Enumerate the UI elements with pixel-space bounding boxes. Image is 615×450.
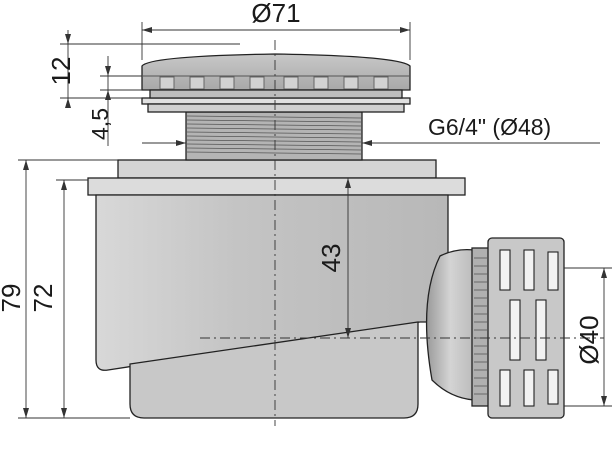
nut-slot — [523, 249, 535, 291]
nut-slot — [535, 299, 547, 361]
dim-cap-diameter: Ø71 — [141, 0, 411, 60]
body-height-label: 72 — [28, 284, 58, 313]
dim-thread-spec: G6/4" (Ø48) — [142, 114, 600, 146]
drain-body — [87, 159, 475, 419]
depth-center-label: 43 — [316, 244, 346, 273]
body-collar — [117, 159, 437, 179]
nut-slot — [499, 249, 511, 291]
nut-slot — [509, 299, 521, 361]
outlet-dome — [425, 248, 475, 401]
flange — [141, 97, 411, 113]
outlet-nut — [471, 237, 565, 419]
dim-cap-height: 12 — [46, 30, 240, 108]
cap-diameter-label: Ø71 — [251, 0, 300, 28]
nut-slot — [547, 251, 559, 291]
dim-depth-center: 43 — [316, 178, 351, 338]
cap-height-label: 12 — [46, 57, 76, 86]
nut-slot — [523, 369, 535, 407]
thread-spec-label: G6/4" (Ø48) — [428, 114, 551, 140]
nut-slot — [499, 369, 511, 407]
flange-gap-label: 4,5 — [87, 108, 113, 140]
body-sump — [129, 321, 419, 419]
body-rim — [87, 177, 466, 196]
total-height-label: 79 — [0, 284, 26, 313]
dim-body-height: 72 — [28, 179, 88, 418]
nut-ring — [471, 247, 491, 407]
drain-cap — [141, 53, 411, 99]
threaded-neck — [185, 111, 363, 161]
dim-flange-gap: 4,5 — [87, 56, 142, 146]
dim-total-height: 79 — [0, 159, 130, 419]
nut-slot — [547, 369, 559, 405]
dim-outlet-diameter: Ø40 — [564, 267, 612, 407]
outlet-diameter-label: Ø40 — [574, 315, 604, 364]
